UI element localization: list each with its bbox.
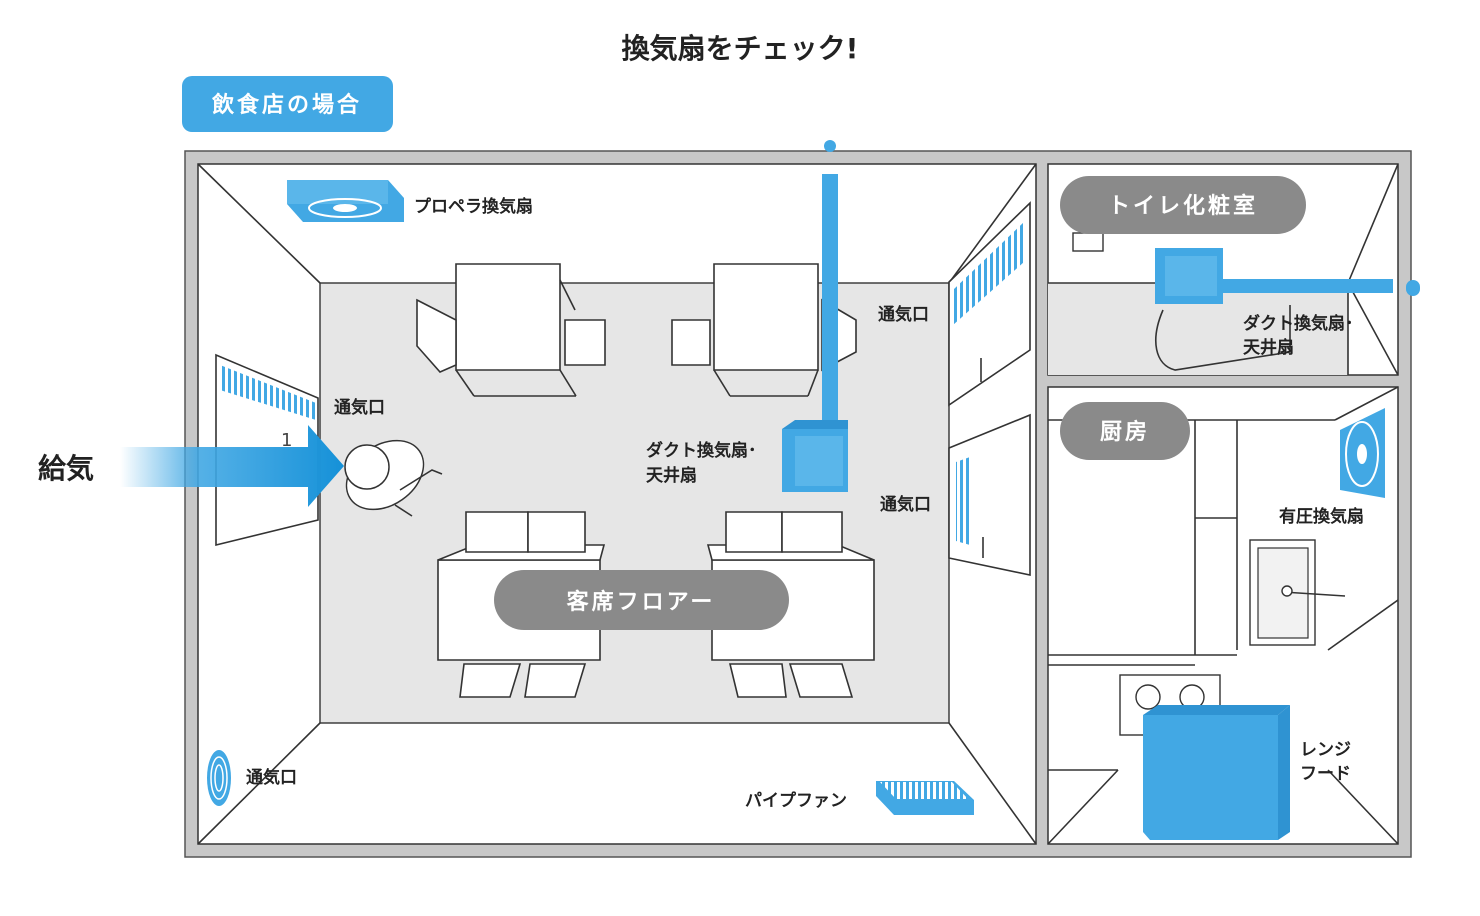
- pressure-fan-icon: [1340, 408, 1385, 498]
- label-vent-bottom-left: 通気口: [246, 767, 297, 788]
- table-top-left: [416, 263, 606, 397]
- label-pipe-fan: パイプファン: [745, 790, 847, 811]
- label-range-hood-1: レンジ: [1300, 740, 1351, 760]
- label-duct-fan-toilet-1: ダクト換気扇･: [1243, 313, 1354, 334]
- label-vent-right-mid: 通気口: [880, 494, 931, 515]
- vent-icon: [207, 750, 231, 806]
- label-vent-left: 通気口: [334, 397, 385, 418]
- propeller-fan-icon: [287, 180, 404, 222]
- room-label-toilet: トイレ化粧室: [1108, 193, 1258, 219]
- room-label-kitchen: 厨房: [1100, 419, 1150, 445]
- label-pressure-fan: 有圧換気扇: [1279, 506, 1364, 527]
- room-pill-floor: 客席フロアー: [494, 570, 789, 630]
- label-propeller-fan: プロペラ換気扇: [414, 196, 533, 217]
- restaurant-badge: 飲食店の場合: [182, 76, 393, 132]
- page-title: 換気扇をチェック!: [622, 32, 859, 65]
- person-icon: [344, 439, 443, 517]
- label-duct-fan-toilet-2: 天井扇: [1243, 337, 1294, 358]
- duct-fan-icon: [782, 140, 848, 492]
- label-duct-fan-floor-1: ダクト換気扇･: [646, 440, 757, 461]
- pipe-fan-icon: [876, 781, 974, 815]
- svg-text:1: 1: [281, 430, 292, 451]
- label-range-hood-2: フード: [1300, 764, 1351, 784]
- duct-fan-toilet-icon: [1155, 248, 1420, 304]
- label-duct-fan-floor-2: 天井扇: [646, 465, 697, 486]
- supply-air-arrow: [120, 425, 344, 507]
- kitchen-room: 厨房 有圧換気扇 レンジ フード: [1047, 386, 1399, 845]
- label-vent-right-top: 通気口: [878, 304, 929, 325]
- dining-room: 1: [197, 140, 1037, 845]
- label-supply-air: 給気: [38, 452, 94, 485]
- room-label-floor: 客席フロアー: [567, 589, 716, 615]
- right-door-upper: [948, 201, 1031, 407]
- badge-label: 飲食店の場合: [211, 92, 362, 118]
- right-door-lower: [948, 413, 1031, 576]
- range-hood-icon: [1143, 705, 1290, 840]
- toilet-room: トイレ化粧室 ダクト換気扇･ 天井扇: [1047, 163, 1420, 376]
